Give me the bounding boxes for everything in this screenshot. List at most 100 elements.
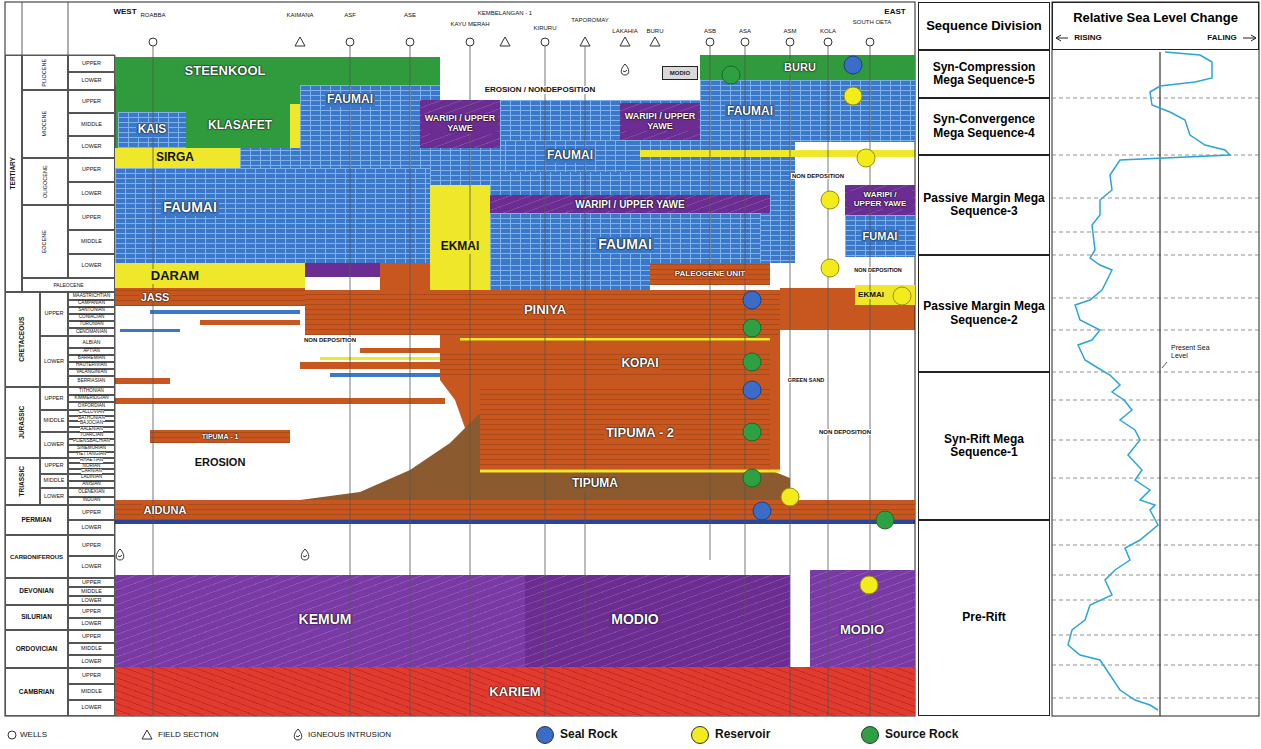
text-holder: GREEN SAND	[787, 377, 826, 383]
legend-text: FIELD SECTION	[158, 731, 218, 740]
legend-text: Reservoir	[715, 728, 770, 741]
age-label: TITHONIAN	[79, 389, 104, 394]
formation-band: BURU	[700, 55, 915, 80]
text-holder: FAUMAI	[596, 237, 654, 252]
direction-label: WEST	[112, 8, 137, 17]
age-cell: TERTIARY	[5, 55, 22, 292]
legend-text: WELLS	[20, 731, 47, 740]
text-holder: FAUMAI	[725, 105, 775, 118]
age-label: LOWER	[81, 564, 101, 570]
text-holder: Pre-Rift	[960, 611, 1007, 624]
age-label: SANTONIAN	[78, 308, 105, 313]
age-label: LOWER	[81, 659, 101, 665]
field-section-symbol	[650, 37, 660, 46]
formation-band: EKMAI	[855, 285, 915, 305]
formation-band: KLASAFET	[190, 104, 290, 148]
age-cell: INDUAN	[68, 497, 115, 506]
sea-level-frame	[1052, 2, 1259, 716]
age-label: CENOMANIAN	[76, 330, 107, 335]
text-holder: Syn-Convergence Mega Sequence-4	[921, 113, 1047, 139]
age-cell: JURASSIC	[5, 387, 40, 458]
text-holder: STEENKOOL	[183, 64, 268, 78]
text-holder: WARIPI / UPPER YAWE	[847, 191, 913, 209]
text-holder: WARIPI / UPPER YAWE	[422, 114, 498, 134]
text-holder: PINIYA	[522, 303, 568, 317]
formation-name: WARIPI / UPPER YAWE	[847, 191, 913, 209]
legend-text: Seal Rock	[560, 728, 617, 741]
age-cell: UPPER	[68, 535, 115, 556]
age-label: PLIENSBACHIAN	[73, 439, 110, 444]
age-cell: CAMPANIAN	[68, 300, 115, 307]
age-cell: EOCENE	[22, 205, 68, 278]
header-text: Sequence Division	[924, 19, 1044, 33]
text-holder: Relative Sea Level Change	[1071, 11, 1240, 25]
sequence-box: Passive Margin Mega Sequence-2	[918, 255, 1050, 372]
legend-symbols	[8, 729, 302, 740]
age-cell: ALBIAN	[68, 336, 115, 348]
text-holder: EKMAI	[856, 291, 886, 300]
text-holder: Source Rock	[885, 728, 958, 741]
age-label: CARNIAN	[81, 469, 102, 474]
age-cell: APTIAN	[68, 348, 115, 355]
age-label: UPPER	[45, 396, 64, 402]
age-label: UPPER	[82, 99, 101, 105]
text-holder: DARAM	[149, 269, 201, 283]
text-holder: ASE	[403, 12, 417, 19]
age-cell: UPPER	[68, 505, 115, 520]
formation-band: DARAM	[115, 263, 305, 290]
sequence-box: Passive Margin Mega Sequence-3	[918, 155, 1050, 255]
age-cell: SANTONIAN	[68, 307, 115, 314]
well-name: KOLA	[819, 28, 837, 35]
formation-name: KLASAFET	[206, 119, 274, 132]
text-holder: LAKAHIA	[611, 28, 638, 35]
text-holder: EAST	[883, 8, 906, 17]
formation-name: TIPUMA	[570, 477, 620, 490]
text-holder: TIPUMA - 2	[604, 426, 676, 440]
well-symbol	[541, 38, 549, 46]
miocene-facies	[115, 85, 300, 148]
text-holder: KEMUM	[297, 612, 354, 627]
text-holder: KEMBELANGAN - 1	[477, 10, 533, 17]
age-label: MIDDLE	[81, 589, 102, 595]
age-label: CALLOVIAN	[79, 410, 105, 415]
age-label: LOWER	[44, 359, 64, 365]
age-label: LOWER	[81, 78, 101, 84]
clastic-facies	[780, 288, 855, 305]
age-label: UPPER	[82, 215, 101, 221]
age-cell: OXFORDIAN	[68, 402, 115, 410]
age-cell: ORDOVICIAN	[5, 630, 68, 668]
text-holder: BURU	[782, 61, 818, 73]
age-cell: BARREMIAN	[68, 355, 115, 362]
carbonate-lens	[330, 373, 440, 377]
column-header: Sequence Division	[918, 2, 1050, 50]
well-name: ROABBA	[139, 12, 166, 19]
age-label: UPPER	[82, 609, 101, 615]
text-holder: IGNEOUS INTRUSION	[308, 731, 391, 740]
text-holder: EROSION / NONDEPOSITION	[484, 86, 597, 95]
age-label: TERTIARY	[10, 157, 17, 189]
age-cell: VALANGINIAN	[68, 369, 115, 376]
text-holder: NON DEPOSITION	[791, 173, 845, 180]
age-cell: OLENEKIAN	[68, 488, 115, 497]
age-label: TURONIAN	[80, 322, 104, 327]
age-cell: ANISIAN	[68, 481, 115, 488]
age-label: EOCENE	[42, 230, 48, 253]
age-label: BERRIASIAN	[78, 379, 106, 384]
formation-name: EKMAI	[856, 291, 886, 300]
age-label: LOWER	[81, 621, 101, 627]
legend-text: IGNEOUS INTRUSION	[308, 731, 391, 740]
axis-label: FALING	[1206, 34, 1237, 43]
age-label: BAJOCIAN	[80, 421, 103, 426]
age-cell: MIDDLE	[68, 643, 115, 656]
sand-lens	[460, 338, 770, 341]
carbonate-facies	[490, 263, 650, 290]
age-cell: CAMBRIAN	[5, 668, 68, 716]
text-holder: TIPUMA	[570, 477, 620, 490]
text-holder: WELLS	[20, 731, 47, 740]
age-label: UPPER	[82, 61, 101, 67]
text-holder: KARIEM	[487, 685, 542, 699]
formation-band: WARIPI / UPPER YAWE	[420, 100, 500, 148]
formation-name: BURU	[782, 61, 818, 73]
age-label: PALEOCENE	[53, 283, 83, 288]
age-cell: UPPER	[68, 578, 115, 587]
